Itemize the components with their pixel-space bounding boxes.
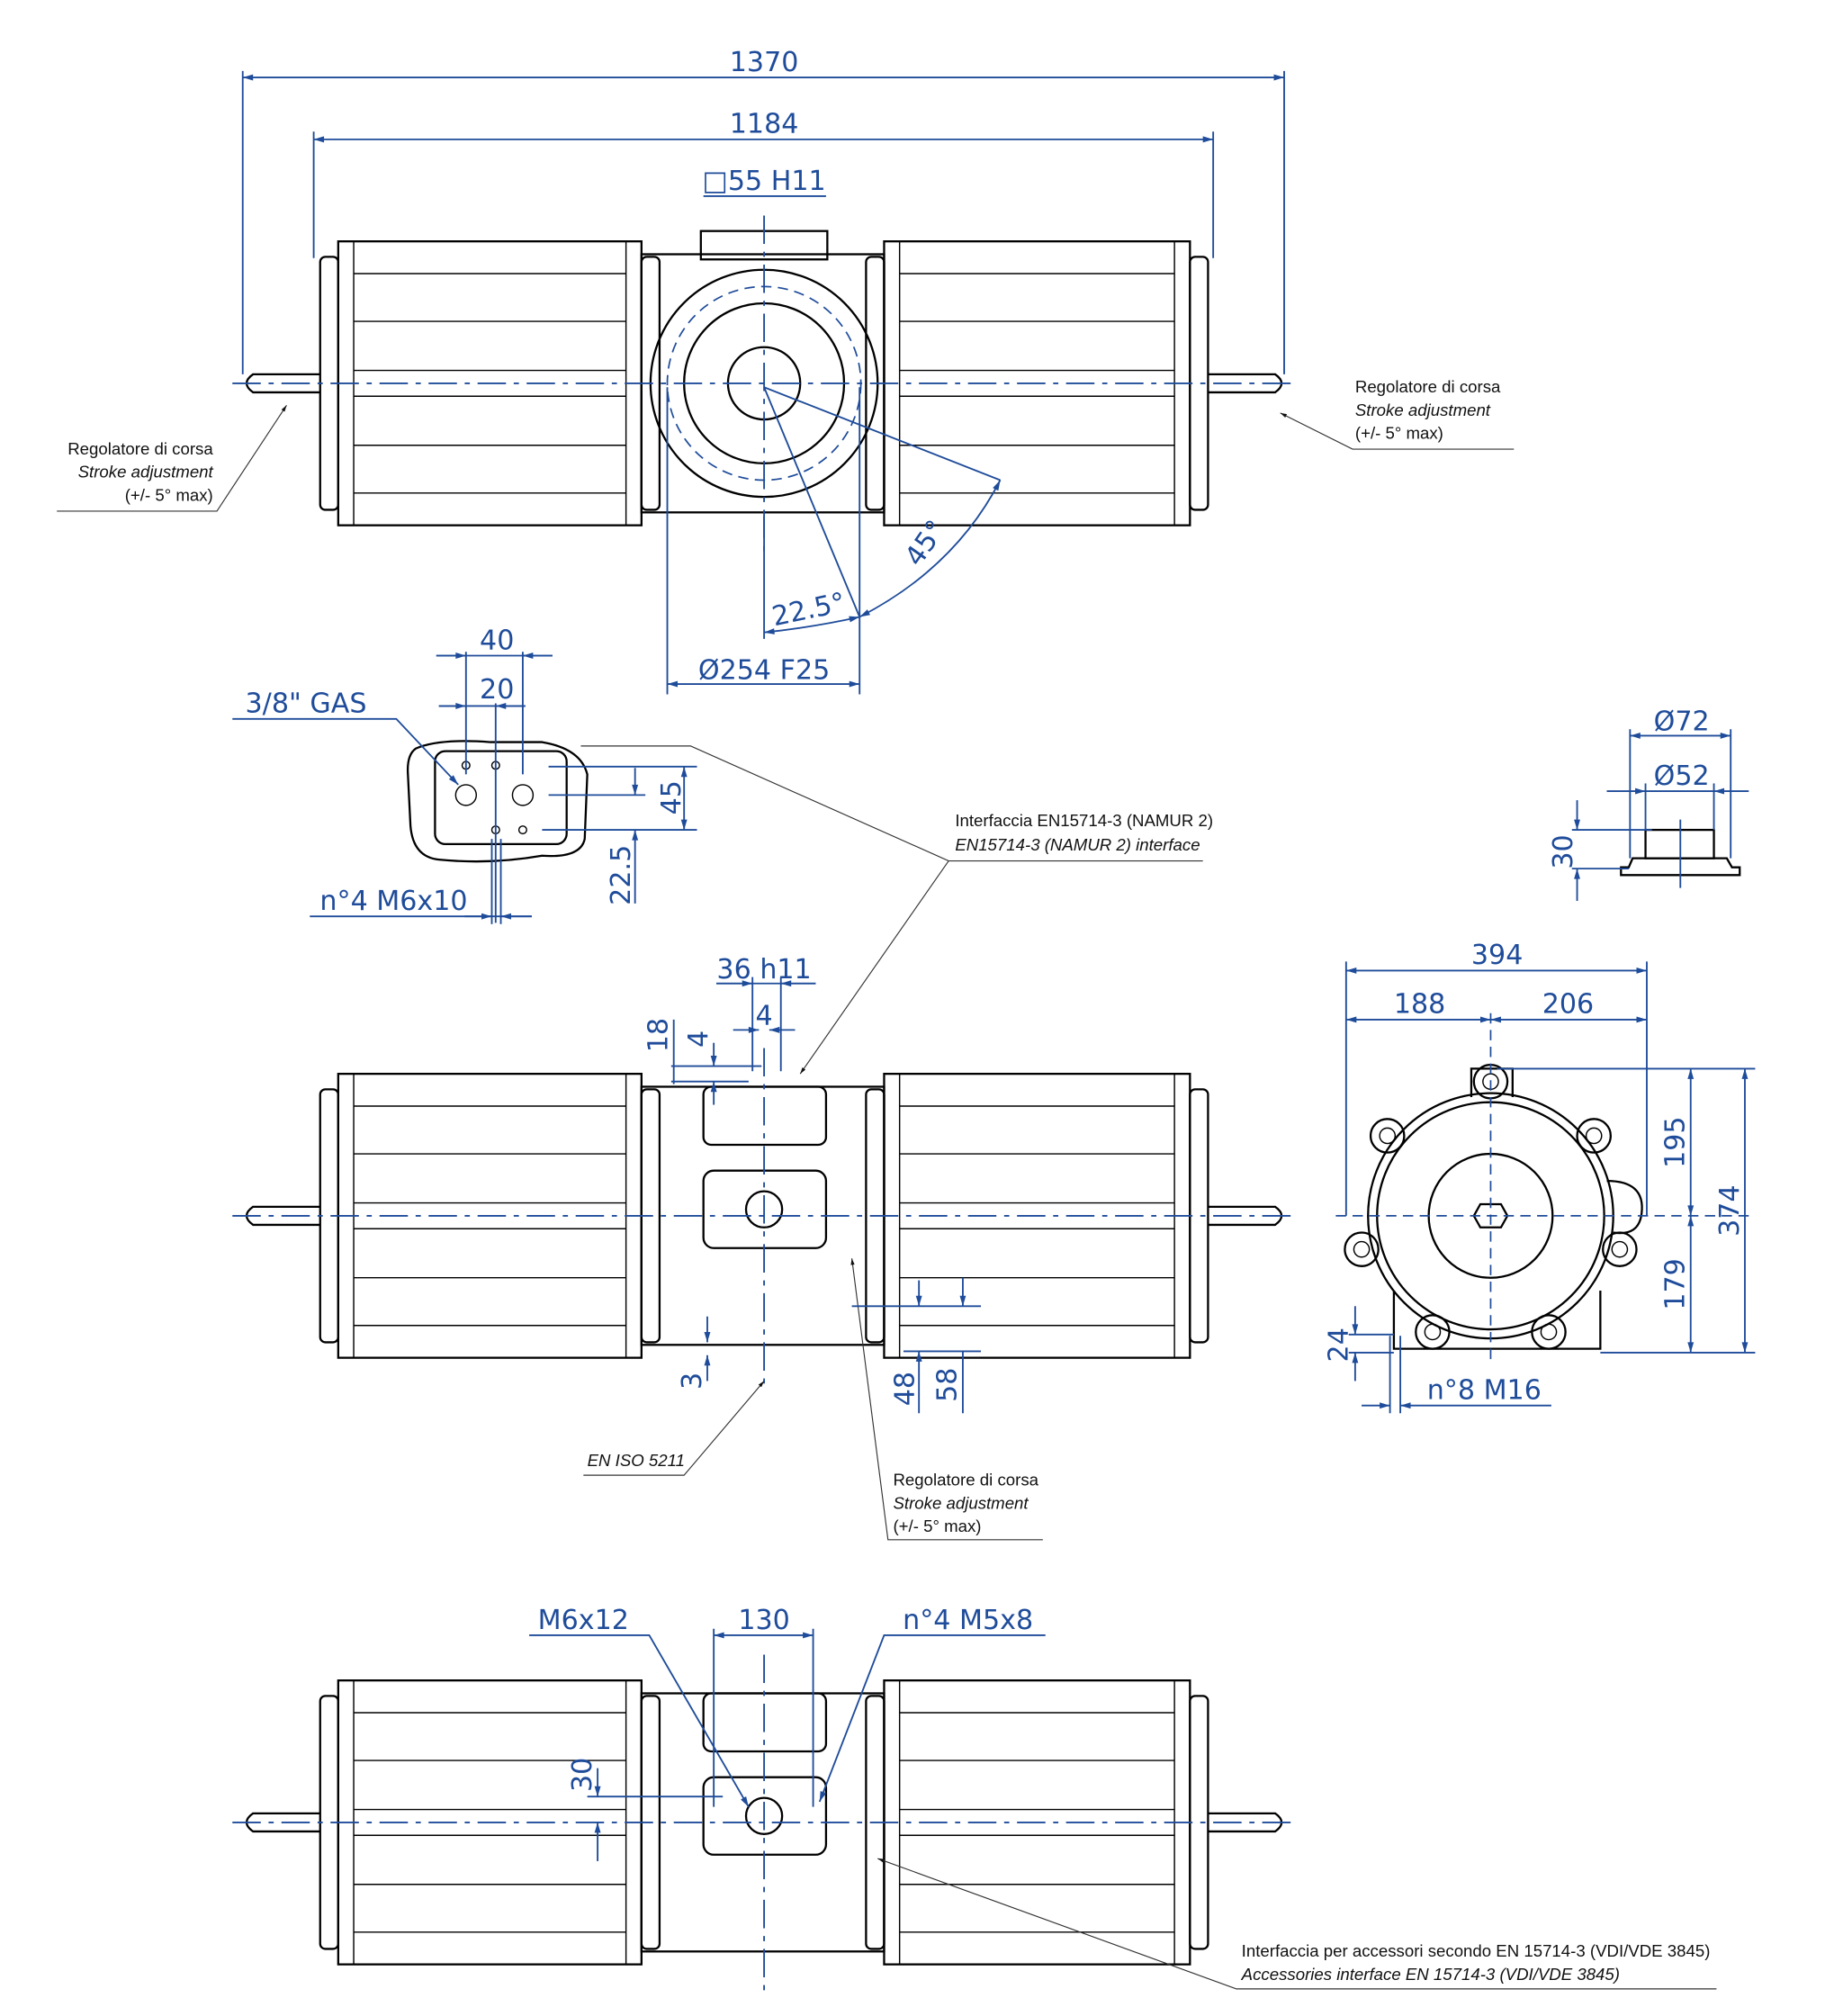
bottom-view-dimensions: 130 M6x12 n°4 M5x8 30 Interfaccia per ac… [529,1605,1717,1990]
dim-188: 188 [1394,989,1445,1021]
dim-130: 130 [738,1605,789,1636]
note-text: Interfaccia EN15714-3 (NAMUR 2) [955,811,1213,830]
dim-30-shaft: 30 [1548,834,1579,868]
stroke-note-left: Regolatore di corsa Stroke adjustment (+… [57,404,287,512]
dim-45: 45 [656,780,688,814]
stroke-note-right: Regolatore di corsa Stroke adjustment (+… [1280,377,1515,450]
dim-dia-72: Ø72 [1654,706,1710,738]
dim-195: 195 [1660,1116,1692,1167]
note-text: Stroke adjustment [1355,400,1491,419]
note-text: (+/- 5° max) [1355,424,1443,443]
actuator-bottom-view [232,1654,1298,1991]
note-text: EN15714-3 (NAMUR 2) interface [955,835,1200,854]
dim-58: 58 [932,1368,964,1402]
actuator-bodies [232,215,1298,1991]
dim-shaft: 36 h11 [716,954,811,986]
dim-width-394: 394 [1471,940,1523,971]
note-text: (+/- 5° max) [893,1516,981,1535]
dim-20: 20 [480,674,514,706]
namur-detail: 40 20 3/8" GAS 45 22.5 n°4 M6x10 [232,625,697,924]
dim-angle-45: 45° [899,515,952,572]
dim-flange: Ø254 F25 [698,654,830,686]
shaft-detail: Ø72 Ø52 30 [1548,706,1749,901]
dim-30-bottom: 30 [567,1758,598,1792]
dim-overall-length: 1370 [730,47,799,78]
actuator-top-view [232,215,1298,552]
dim-22-5: 22.5 [606,845,637,905]
front-view-dimensions: 36 h11 4 18 4 3 48 58 EN ISO 5211 [583,954,982,1476]
actuator-front-view [232,1048,1298,1384]
dim-square-drive: □55 H11 [702,166,825,197]
note-text: Regolatore di corsa [67,439,213,458]
screws-label: n°4 M6x10 [319,886,467,917]
dim-dia-52: Ø52 [1654,760,1710,792]
bolts-label: n°8 M16 [1427,1375,1542,1407]
dim-4-side: 4 [683,1030,715,1048]
port-label: 3/8" GAS [246,688,367,720]
dim-40: 40 [480,625,514,656]
accessory-note-en: Accessories interface EN 15714-3 (VDI/VD… [1241,1965,1620,1984]
m5-label: n°4 M5x8 [903,1605,1033,1636]
note-text: (+/- 5° max) [125,485,213,504]
note-text: Regolatore di corsa [893,1471,1038,1490]
end-view: 394 188 206 195 179 374 24 n°8 M16 [1323,940,1756,1414]
dim-24: 24 [1323,1328,1354,1362]
dim-206: 206 [1542,989,1594,1021]
accessory-note-it: Interfaccia per accessori secondo EN 157… [1242,1941,1711,1960]
dim-374: 374 [1714,1184,1746,1236]
namur-note: Interfaccia EN15714-3 (NAMUR 2) EN15714-… [580,745,1213,1075]
dim-4-top: 4 [755,1001,772,1032]
dim-3: 3 [677,1372,708,1390]
dim-18: 18 [643,1018,675,1052]
iso-note: EN ISO 5211 [588,1451,685,1470]
note-text: Stroke adjustment [893,1493,1029,1512]
note-text: Stroke adjustment [78,463,214,482]
dim-body-length: 1184 [730,109,799,140]
dim-48: 48 [889,1372,921,1406]
note-text: Regolatore di corsa [1355,377,1501,396]
stroke-note-center: Regolatore di corsa Stroke adjustment (+… [850,1258,1043,1541]
m6-label: M6x12 [538,1605,629,1636]
dim-179: 179 [1660,1258,1692,1310]
